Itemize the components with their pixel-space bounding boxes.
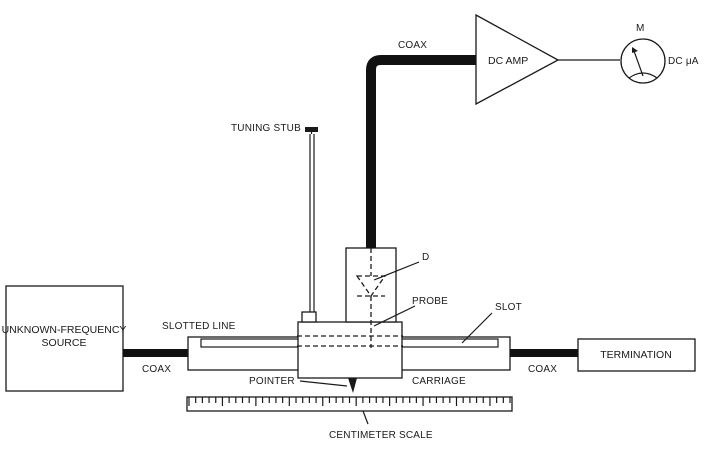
scale-leader: [362, 410, 369, 425]
dc-amp-label: DC AMP: [488, 55, 528, 67]
meter-units-label: DC μA: [668, 56, 699, 67]
coax-right-label: COAX: [528, 364, 557, 375]
coax-top-label: COAX: [398, 40, 427, 51]
coax-left-label: COAX: [142, 364, 171, 375]
slotted-line-label: SLOTTED LINE: [162, 321, 236, 332]
carriage: [297, 321, 403, 379]
pointer: [348, 378, 357, 393]
probe-leader: [373, 305, 416, 327]
tuning-stub: [301, 127, 318, 323]
probe-label: PROBE: [412, 296, 448, 307]
detector-mount: [297, 247, 403, 348]
dc-amp: DC AMP: [475, 13, 560, 106]
tuning-stub-label: TUNING STUB: [231, 123, 301, 134]
centimeter-scale: [186, 396, 513, 412]
pointer-leader: [299, 380, 348, 387]
pointer-label: POINTER: [249, 376, 295, 387]
termination-label: TERMINATION: [600, 349, 672, 361]
detector-label: D: [422, 252, 429, 263]
detector-leader: [373, 261, 420, 281]
slot-leader: [461, 312, 493, 344]
centimeter-scale-label: CENTIMETER SCALE: [329, 430, 433, 441]
meter: [620, 38, 666, 84]
termination-box: TERMINATION: [577, 338, 696, 372]
meter-label: M: [636, 23, 645, 34]
coax-cable-top: [366, 55, 476, 248]
carriage-label: CARRIAGE: [412, 376, 466, 387]
slot-label: SLOT: [495, 302, 522, 313]
